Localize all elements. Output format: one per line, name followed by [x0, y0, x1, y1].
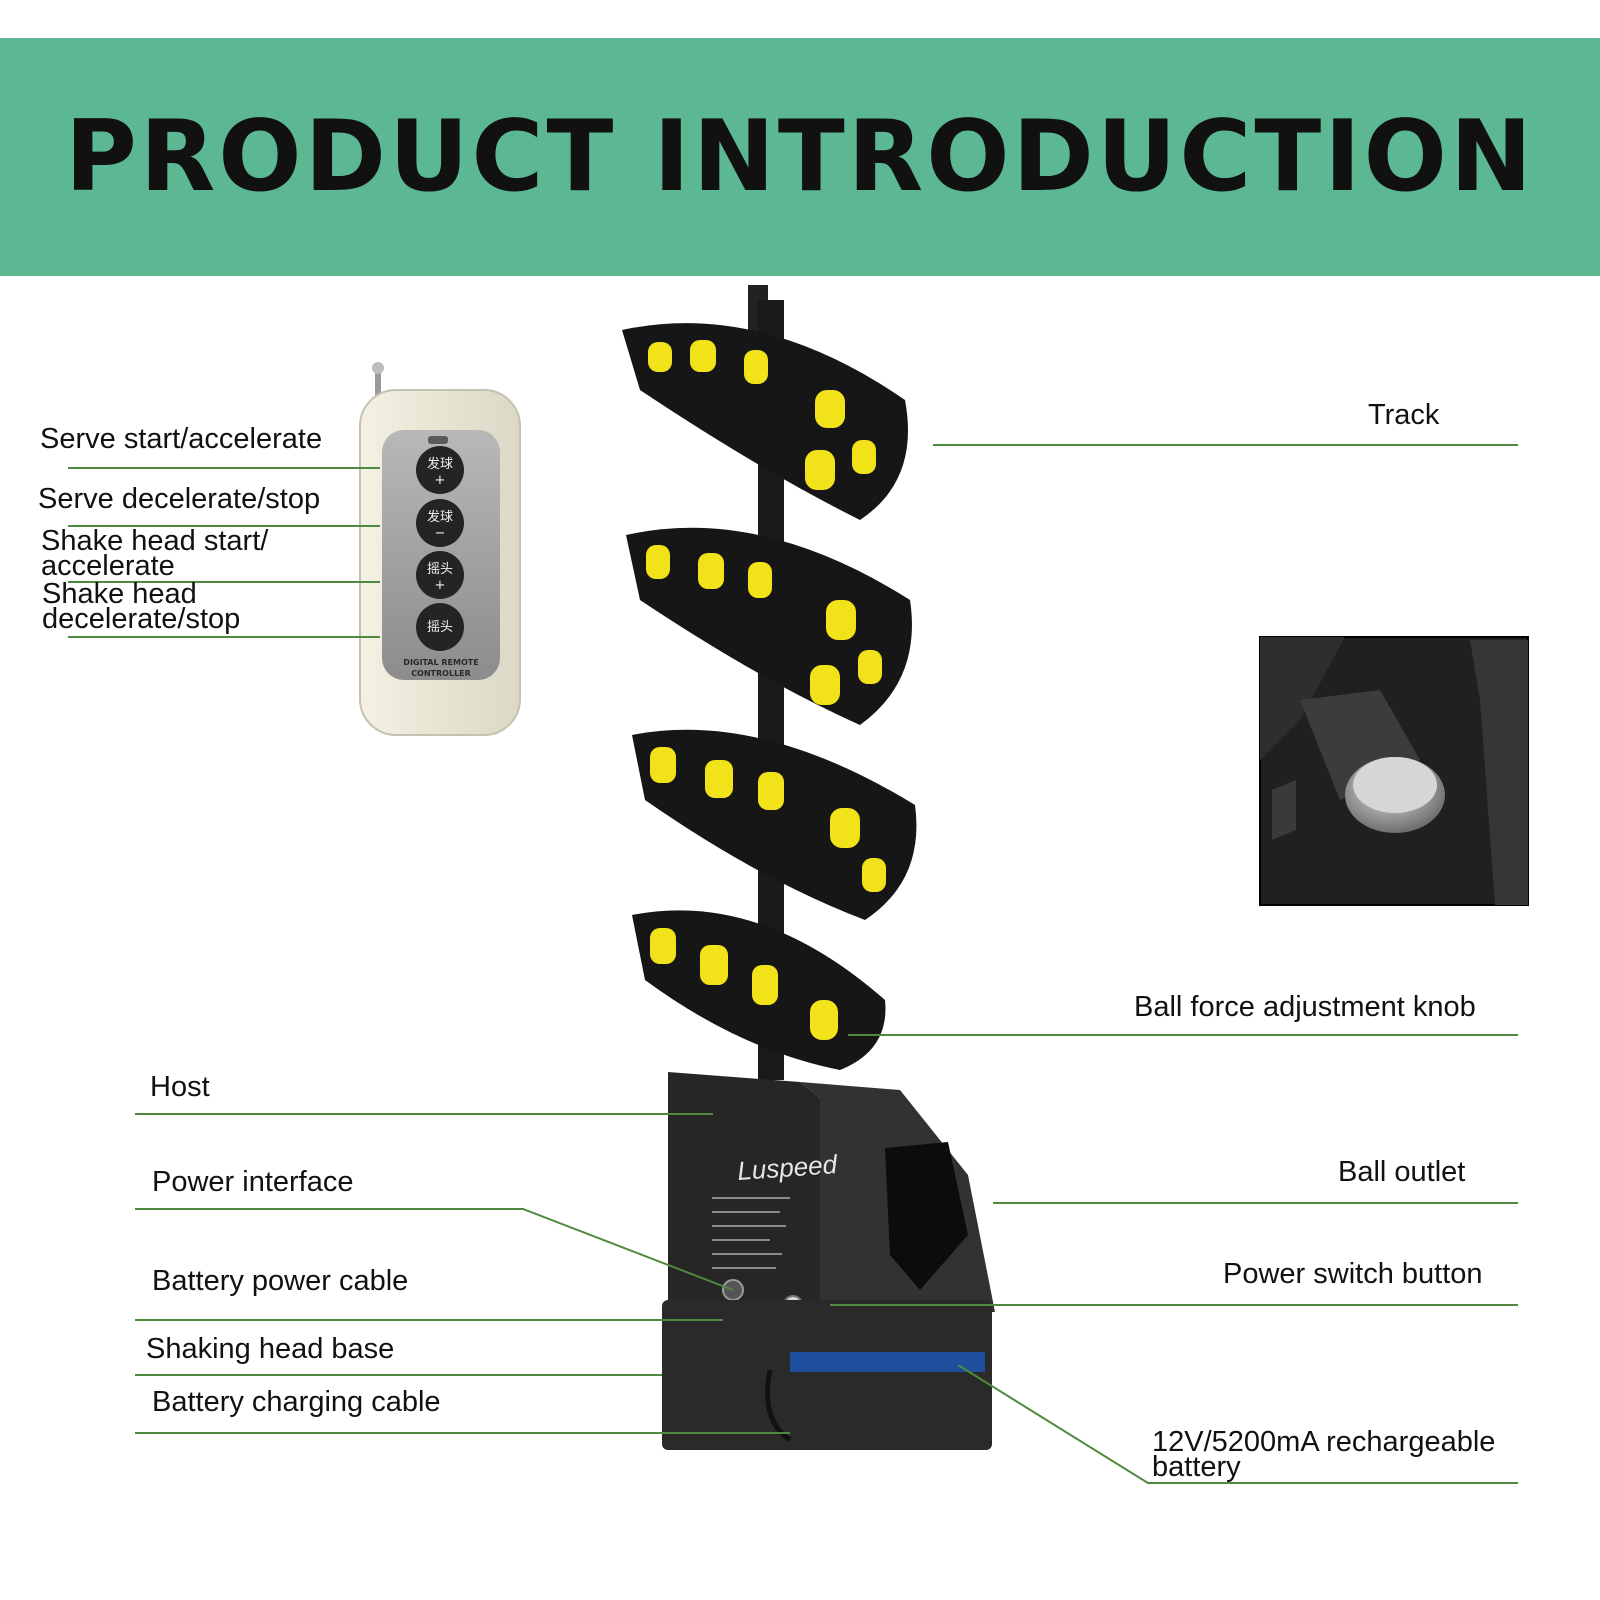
svg-text:摇头: 摇头 [427, 562, 453, 577]
svg-text:发球: 发球 [427, 456, 453, 472]
label-battery: 12V/5200mA rechargeable battery [1152, 1426, 1496, 1483]
remote-caption-1: DIGITAL REMOTE [403, 658, 478, 667]
shaking-head-base [662, 1300, 992, 1450]
label-serve-stop: Serve decelerate/stop [38, 483, 321, 515]
remote-button-serve-minus[interactable]: 发球 − [416, 499, 464, 547]
remote-antenna-tip [372, 362, 384, 374]
remote-indicator [428, 436, 448, 444]
svg-text:发球: 发球 [427, 509, 453, 525]
label-track: Track [1368, 399, 1440, 431]
leader-lines [68, 444, 1518, 1484]
label-shake-stop: Shake head decelerate/stop [42, 578, 241, 635]
label-shake-start: Shake head start/ accelerate [41, 525, 269, 582]
host-front [668, 1072, 820, 1312]
label-battery-charging-cable: Battery charging cable [152, 1386, 441, 1418]
host-spec-lines [712, 1197, 790, 1269]
svg-text:−: − [435, 526, 446, 541]
host-logo: Luspeed [736, 1149, 839, 1186]
remote-button-serve-plus[interactable]: 发球 + [416, 446, 464, 494]
label-ball-outlet: Ball outlet [1338, 1156, 1466, 1188]
remote-button-shake-plus[interactable]: 摇头 + [416, 551, 464, 599]
label-host: Host [150, 1071, 210, 1103]
page-title: PRODUCT INTRODUCTION [65, 100, 1535, 214]
host-body: Luspeed [662, 1072, 995, 1450]
battery [790, 1352, 985, 1372]
svg-text:摇头: 摇头 [427, 620, 453, 635]
svg-text:+: + [435, 473, 446, 488]
label-power-interface: Power interface [152, 1166, 354, 1198]
svg-text:+: + [435, 578, 446, 593]
spiral-track [622, 285, 917, 1080]
remote-controller: 发球 + 发球 − 摇头 + 摇头 DIGITAL REMOTE CONTROL… [359, 362, 521, 736]
label-knob: Ball force adjustment knob [1134, 991, 1476, 1023]
label-shaking-head-base: Shaking head base [146, 1333, 395, 1365]
label-battery-power-cable: Battery power cable [152, 1265, 409, 1297]
remote-caption-2: CONTROLLER [411, 669, 471, 678]
charging-cable [765, 1369, 792, 1443]
knob-closeup-inset [1259, 636, 1529, 906]
ball-outlet-opening [885, 1142, 968, 1290]
label-power-switch: Power switch button [1223, 1258, 1483, 1290]
remote-button-shake-minus[interactable]: 摇头 [416, 603, 464, 651]
title-banner: PRODUCT INTRODUCTION [0, 38, 1600, 276]
label-serve-start: Serve start/accelerate [40, 423, 323, 455]
